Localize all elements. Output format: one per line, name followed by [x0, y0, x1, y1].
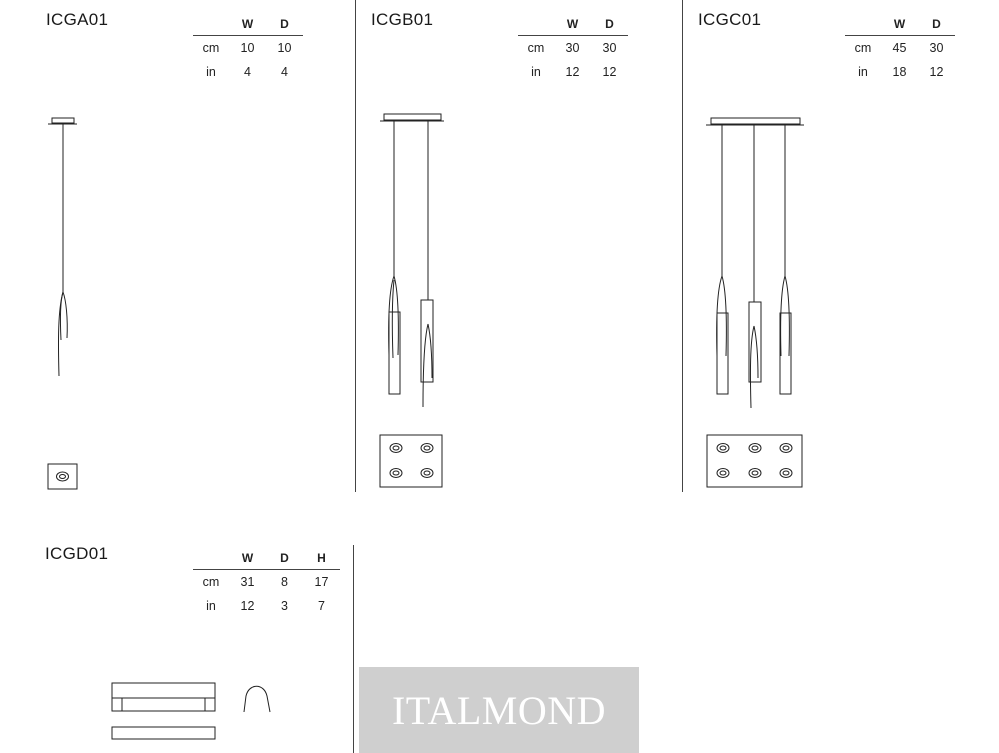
unit-label: cm	[202, 575, 220, 589]
table-header-w: W	[241, 551, 254, 565]
value-d: 30	[602, 41, 617, 55]
value-w: 31	[240, 575, 255, 589]
model-code-icga01: ICGA01	[46, 10, 109, 29]
ceiling-plan-icgc01	[706, 434, 803, 488]
value-d: 8	[281, 575, 288, 589]
wall-lamp-plan-view-icgd01	[111, 726, 216, 740]
value-w: 10	[240, 41, 255, 55]
table-row: in 18 12	[845, 60, 955, 84]
table-header-w: W	[241, 17, 254, 31]
wall-lamp-side-view-icgd01	[243, 685, 271, 713]
pendant-drawing-icgb01	[380, 113, 444, 408]
value-d: 4	[281, 65, 288, 79]
table-row: cm 45 30	[845, 36, 955, 61]
model-code-icgd01: ICGD01	[45, 544, 109, 563]
value-h: 17	[314, 575, 329, 589]
table-header-d: D	[280, 551, 289, 565]
unit-label: in	[531, 65, 541, 79]
unit-label: cm	[854, 41, 872, 55]
table-header-h: H	[317, 551, 326, 565]
table-header-w: W	[893, 17, 906, 31]
table-row: cm 30 30	[518, 36, 628, 61]
dimensions-table-icgc01: W D cm 45 30 in 18 12	[845, 13, 955, 84]
value-w: 30	[565, 41, 580, 55]
pendant-drawing-icga01	[48, 117, 77, 377]
value-w: 18	[892, 65, 907, 79]
unit-label: in	[206, 65, 216, 79]
value-d: 30	[929, 41, 944, 55]
table-header-d: D	[605, 17, 614, 31]
dimensions-table-icgb01: W D cm 30 30 in 12 12	[518, 13, 628, 84]
panel-divider	[355, 0, 356, 492]
wall-lamp-front-view-icgd01	[111, 682, 216, 712]
dimensions-table-icgd01: W D H cm 31 8 17 in 12 3 7	[193, 547, 340, 618]
unit-label: in	[206, 599, 216, 613]
value-w: 45	[892, 41, 907, 55]
model-code-icgb01: ICGB01	[371, 10, 434, 29]
table-header-d: D	[932, 17, 941, 31]
table-row: cm 31 8 17	[193, 570, 340, 595]
unit-label: in	[858, 65, 868, 79]
brand-watermark: ITALMOND	[359, 667, 639, 753]
value-d: 3	[281, 599, 288, 613]
table-row: in 12 12	[518, 60, 628, 84]
table-header-d: D	[280, 17, 289, 31]
table-row: in 12 3 7	[193, 594, 340, 618]
value-d: 12	[602, 65, 617, 79]
pendant-drawing-icgc01	[706, 117, 804, 409]
ceiling-plan-icgb01	[379, 434, 443, 488]
value-d: 10	[277, 41, 292, 55]
table-header-w: W	[566, 17, 579, 31]
panel-divider	[682, 0, 683, 492]
value-d: 12	[929, 65, 944, 79]
value-w: 4	[244, 65, 251, 79]
unit-label: cm	[202, 41, 220, 55]
model-code-icgc01: ICGC01	[698, 10, 762, 29]
value-w: 12	[565, 65, 580, 79]
value-h: 7	[318, 599, 325, 613]
ceiling-plan-icga01	[47, 463, 78, 490]
panel-divider	[353, 545, 354, 753]
table-row: in 4 4	[193, 60, 303, 84]
table-row: cm 10 10	[193, 36, 303, 61]
value-w: 12	[240, 599, 255, 613]
dimensions-table-icga01: W D cm 10 10 in 4 4	[193, 13, 303, 84]
unit-label: cm	[527, 41, 545, 55]
